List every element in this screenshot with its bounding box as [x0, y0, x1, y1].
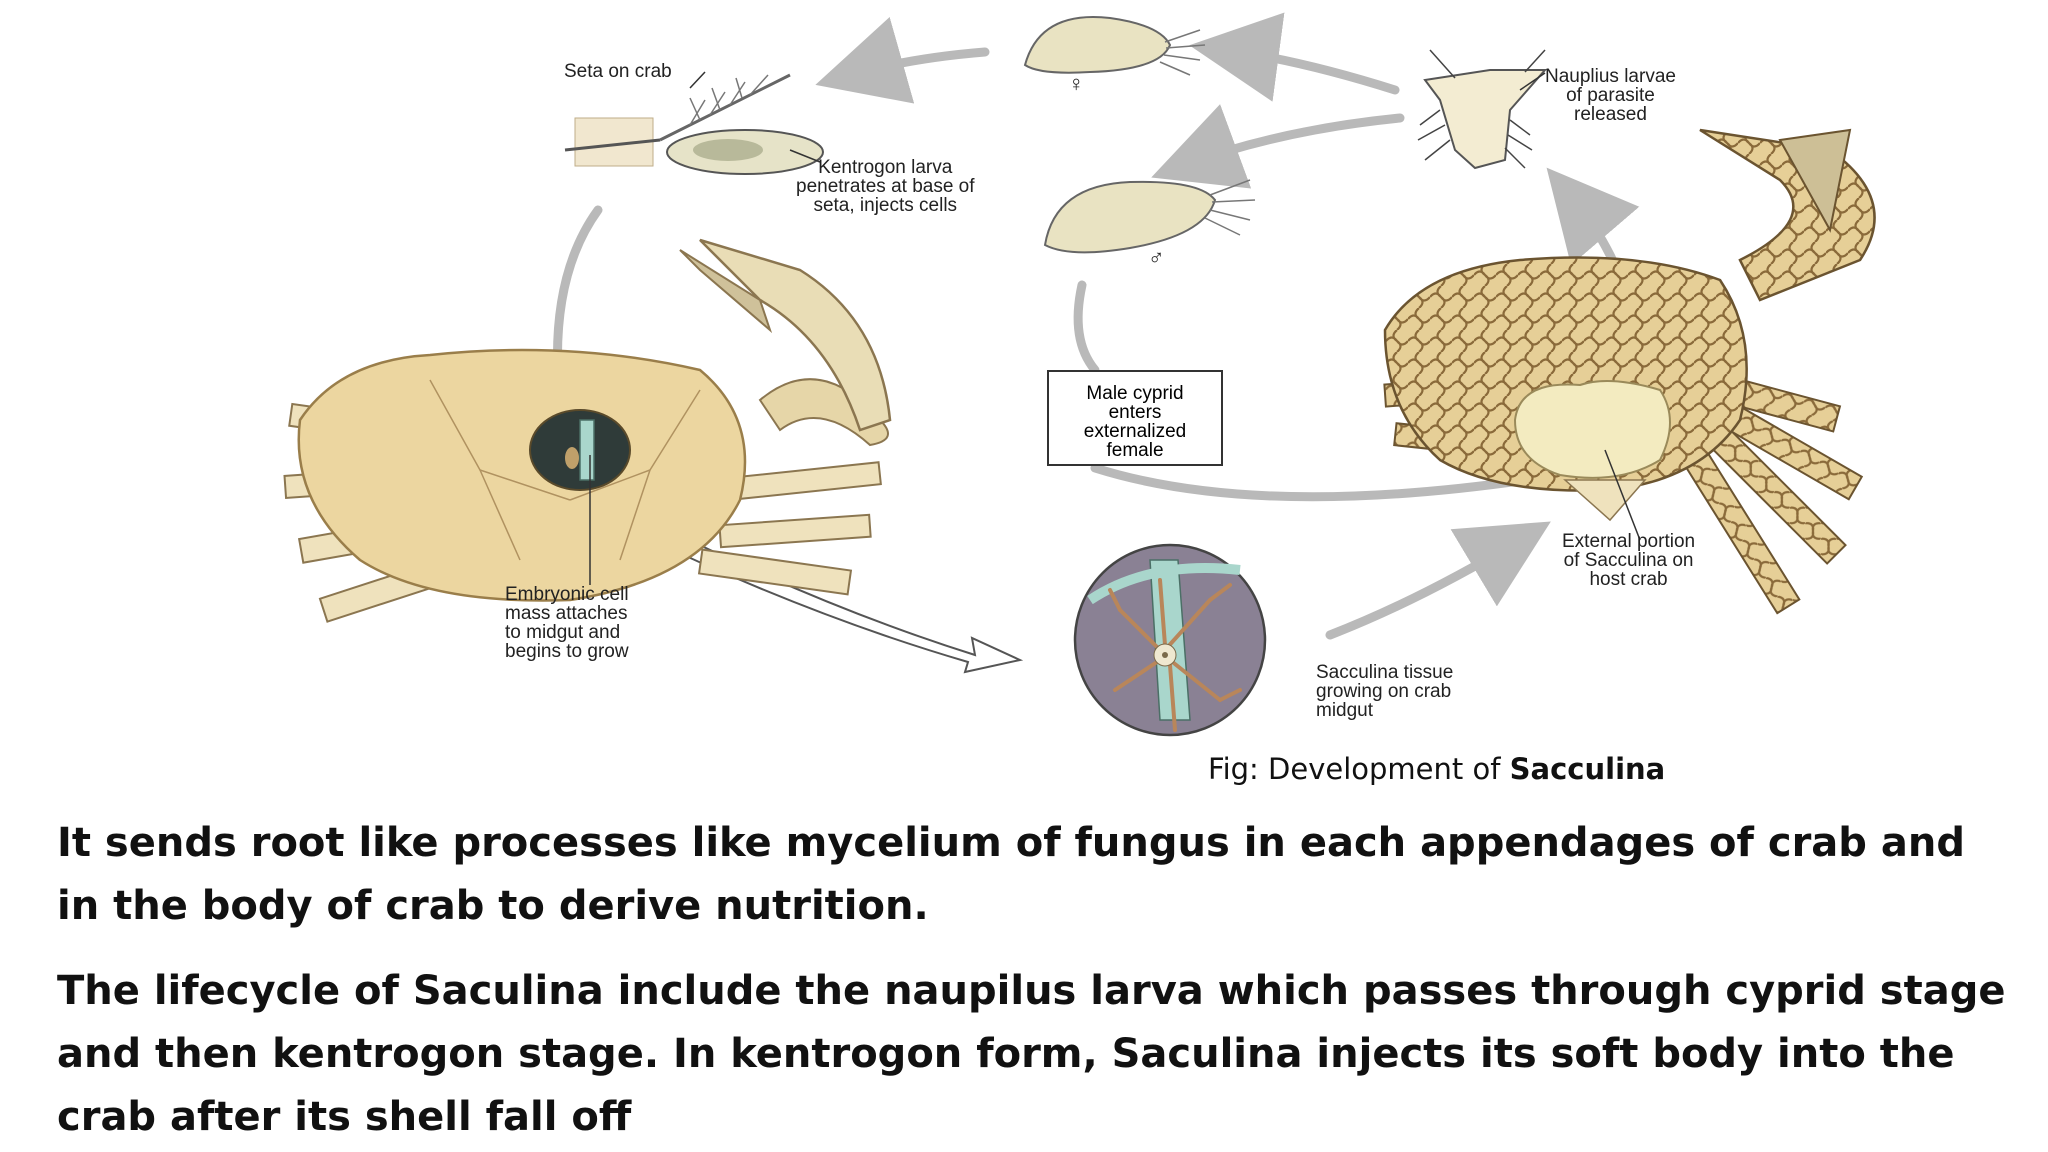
- figure-caption: Fig: Development of Sacculina: [1208, 752, 1665, 786]
- arrow-tissue-to-external: [1325, 521, 1551, 640]
- label-kentrogon-line1: Kentrogon larva: [818, 157, 953, 178]
- label-kentrogon-line3: seta, injects cells: [813, 195, 958, 216]
- left-crab-illustration: [283, 238, 892, 623]
- arrow-nauplius-to-male: [1151, 104, 1405, 189]
- label-embryonic: Embryonic cell mass attaches to midgut a…: [505, 585, 629, 661]
- right-crab-illustration: [1383, 128, 1876, 615]
- paragraph-nutrition: It sends root like processes like myceli…: [57, 820, 1965, 929]
- label-external-line1: External portion: [1562, 531, 1696, 552]
- label-external-line3: host crab: [1589, 569, 1668, 590]
- label-tissue-line2: growing on crab: [1316, 681, 1452, 702]
- label-external-portion: External portion of Sacculina on host cr…: [1562, 532, 1695, 589]
- leader-lines: [589, 71, 1641, 585]
- label-embryonic-line3: to midgut and: [505, 622, 621, 643]
- midgut-magnified-circle: [1073, 543, 1267, 737]
- box-line3: externalized: [1083, 421, 1187, 442]
- male-symbol: ♂: [1148, 245, 1165, 270]
- male-cyprid: [1043, 179, 1256, 254]
- seta-illustration: [564, 73, 824, 175]
- caption-prefix: Fig: Development of: [1208, 752, 1510, 786]
- label-nauplius-line1: Nauplius larvae: [1545, 66, 1676, 87]
- label-nauplius-line3: released: [1574, 104, 1647, 125]
- male-cyprid-box: Male cyprid enters externalized female: [1047, 370, 1223, 466]
- female-cyprid: [1023, 16, 1206, 76]
- nauplius-larva: [1417, 49, 1548, 170]
- label-embryonic-line2: mass attaches: [505, 603, 628, 624]
- label-sacculina-tissue: Sacculina tissue growing on crab midgut: [1316, 663, 1453, 720]
- sacculina-lifecycle-figure: Seta on crab Kentrogon larva penetrates …: [283, 12, 1876, 786]
- label-embryonic-line1: Embryonic cell: [505, 584, 629, 605]
- arrow-box-to-crab: [1090, 463, 1545, 502]
- label-nauplius-line2: of parasite: [1566, 85, 1655, 106]
- label-tissue-line1: Sacculina tissue: [1316, 662, 1454, 683]
- lifecycle-diagram: [283, 12, 1876, 737]
- label-embryonic-line4: begins to grow: [505, 641, 629, 662]
- label-kentrogon: Kentrogon larva penetrates at base of se…: [796, 158, 975, 215]
- label-nauplius: Nauplius larvae of parasite released: [1545, 67, 1676, 124]
- arrow-nauplius-to-female: [1189, 12, 1400, 102]
- label-tissue-line3: midgut: [1316, 700, 1374, 721]
- paragraph-lifecycle: The lifecycle of Saculina include the na…: [57, 968, 2006, 1140]
- arrow-female-to-seta: [815, 16, 990, 104]
- arrow-male-down: [1073, 280, 1100, 375]
- female-symbol: ♀: [1068, 71, 1085, 96]
- caption-bold: Sacculina: [1509, 752, 1666, 786]
- box-line4: female: [1106, 440, 1164, 461]
- cycle-arrows: [552, 12, 1649, 640]
- label-kentrogon-line2: penetrates at base of: [796, 176, 975, 197]
- box-line2: enters: [1108, 402, 1162, 423]
- box-line1: Male cyprid: [1086, 383, 1184, 404]
- label-seta-on-crab: Seta on crab: [564, 61, 672, 82]
- label-external-line2: of Sacculina on: [1563, 550, 1694, 571]
